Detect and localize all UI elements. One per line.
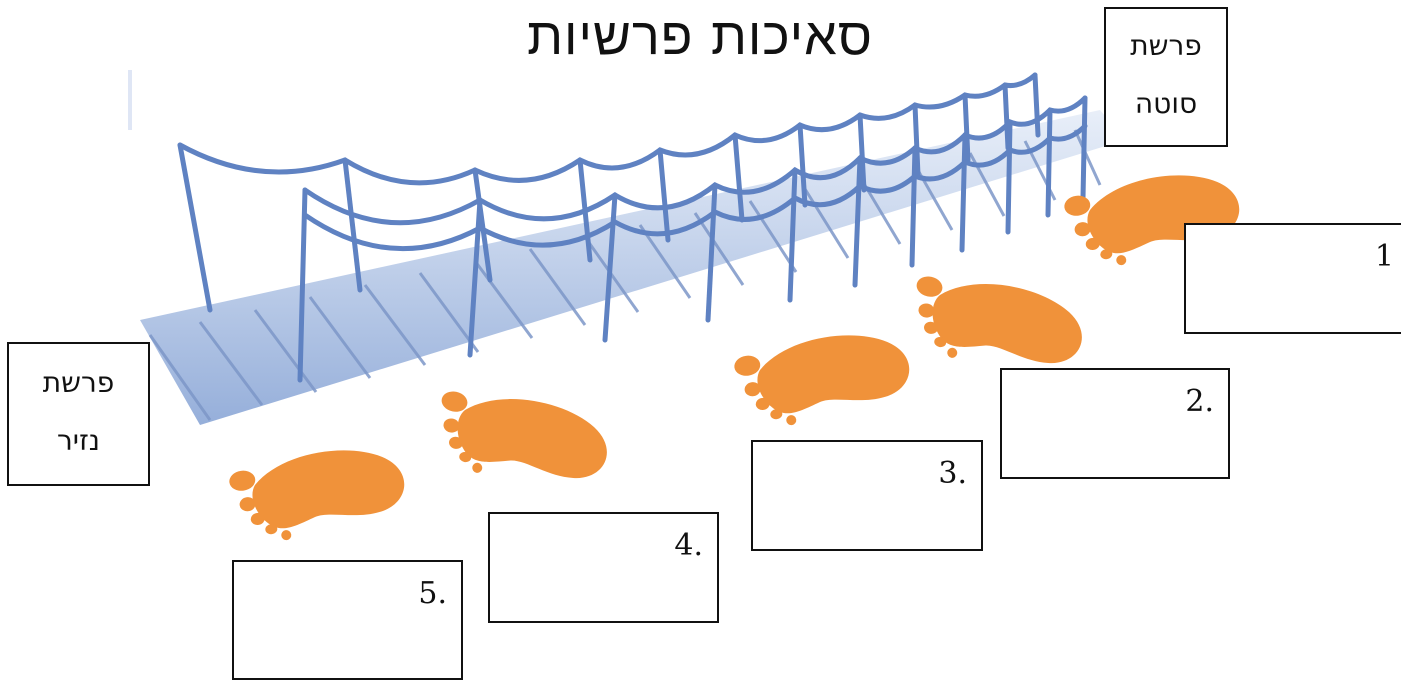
step-box-5[interactable]: 5. <box>232 560 463 680</box>
footprint-icon <box>903 267 1090 384</box>
step-number: 1 <box>1374 239 1394 274</box>
step-box-1[interactable]: 1 <box>1184 223 1401 334</box>
footprint-icon <box>732 326 915 432</box>
step-box-2[interactable]: 2. <box>1000 368 1230 479</box>
step-number: 5. <box>418 576 447 611</box>
bridge-rails <box>177 72 1088 383</box>
step-number: 2. <box>1185 384 1214 419</box>
footprint-icon <box>428 382 615 499</box>
label-parashat-nazir: פרשת נזיר <box>7 342 150 486</box>
label-line: פרשת <box>42 366 115 399</box>
label-line: נזיר <box>57 424 100 457</box>
step-number: 4. <box>674 528 703 563</box>
bridge-deck <box>140 110 1125 425</box>
step-box-4[interactable]: 4. <box>488 512 719 623</box>
label-line: סוטה <box>1134 87 1198 120</box>
step-box-3[interactable]: 3. <box>751 440 983 551</box>
label-line: פרשת <box>1130 29 1202 62</box>
page-title: סאיכות פרשיות <box>527 7 873 67</box>
step-number: 3. <box>938 456 967 491</box>
label-parashat-sota: פרשת סוטה <box>1104 7 1228 147</box>
footprint-icon <box>227 441 410 547</box>
artifact-mark <box>128 70 132 130</box>
